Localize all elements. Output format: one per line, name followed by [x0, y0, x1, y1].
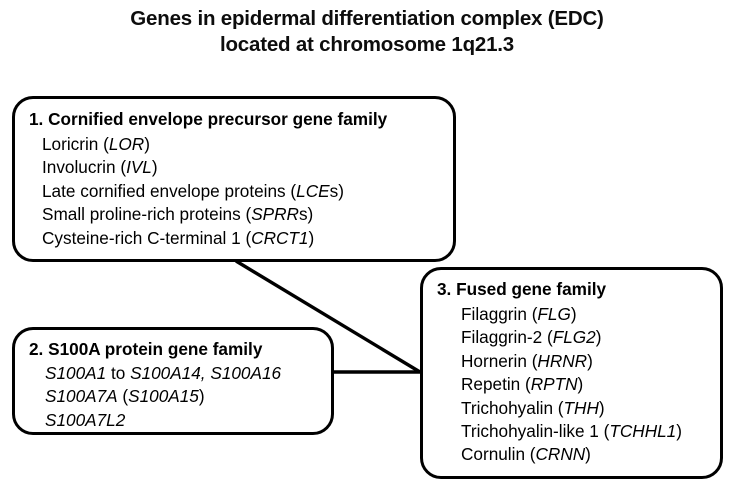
gene-item-name: Trichohyalin (	[461, 397, 564, 418]
gene-item-tail: )	[570, 304, 577, 324]
gene-item-name: Cornulin (	[461, 444, 536, 465]
gene-item-tail: )	[595, 327, 602, 348]
gene-item-symbol: FLG	[537, 304, 571, 324]
gene-item-connector-text: to	[106, 363, 131, 383]
gene-item-symbol: CRCT1	[251, 227, 309, 248]
box-s100a-protein-gene-family: 2. S100A protein gene family S100A1 to S…	[12, 327, 334, 435]
box-cornified-envelope-precursor-gene-family: 1. Cornified envelope precursor gene fam…	[12, 96, 456, 262]
gene-item-tail: )	[151, 157, 158, 178]
gene-item-name: Filaggrin-2 (	[461, 327, 553, 348]
gene-item-tail: )	[587, 350, 593, 371]
figure-title-line-1: Genes in epidermal differentiation compl…	[130, 7, 604, 30]
gene-item-symbol: LOR	[108, 134, 145, 154]
box-fused-gene-family: 3. Fused gene family Filaggrin (FLG)Fila…	[420, 267, 723, 479]
gene-item-symbol: RPTN	[530, 374, 578, 395]
gene-list-item: Repetin (RPTN)	[461, 373, 682, 396]
gene-list-item: Filaggrin (FLG)	[461, 303, 682, 326]
gene-item-name: Trichohyalin-like 1 (	[461, 421, 610, 442]
gene-item-connector-text: (	[117, 386, 129, 407]
gene-list-item: Hornerin (HRNR)	[461, 350, 682, 373]
gene-item-symbol: HRNR	[537, 350, 588, 371]
gene-item-name: Small proline-rich proteins (	[42, 204, 252, 225]
gene-item-tail: )	[308, 227, 315, 248]
gene-item-tail: s)	[298, 204, 314, 225]
box2-heading: 2. S100A protein gene family	[29, 339, 263, 359]
box1-gene-list: Loricrin (LOR)Involucrin (IVL)Late corni…	[42, 133, 344, 250]
box3-gene-list: Filaggrin (FLG)Filaggrin-2 (FLG2)Horneri…	[461, 303, 682, 467]
gene-item-symbol: CRNN	[535, 444, 586, 465]
gene-item-name: Late cornified envelope proteins (	[42, 180, 297, 201]
gene-item-tail: )	[198, 386, 205, 407]
gene-item-tail: s)	[329, 180, 344, 201]
gene-list-item: S100A1 to S100A14, S100A16	[45, 362, 281, 385]
gene-item-symbol: SPRR	[251, 204, 299, 225]
gene-item-tail: )	[676, 421, 682, 442]
gene-item-symbol: S100A7A	[45, 386, 118, 407]
box1-heading: 1. Cornified envelope precursor gene fam…	[29, 109, 388, 129]
gene-item-symbol: FLG2	[552, 327, 596, 348]
gene-item-symbol-secondary: S100A15	[128, 386, 199, 407]
gene-item-name: Filaggrin (	[461, 304, 538, 324]
gene-list-item: S100A7A (S100A15)	[45, 385, 281, 408]
gene-list-item: Cornulin (CRNN)	[461, 443, 682, 466]
gene-item-name: Hornerin (	[461, 350, 538, 371]
gene-item-symbol: THH	[563, 397, 599, 418]
gene-list-item: Late cornified envelope proteins (LCEs)	[42, 180, 344, 203]
gene-item-tail: )	[598, 397, 605, 418]
gene-list-item: S100A7L2	[45, 409, 281, 432]
gene-item-name: Cysteine-rich C-terminal 1 (	[42, 227, 252, 248]
gene-list-item: Trichohyalin-like 1 (TCHHL1)	[461, 420, 682, 443]
figure-title: Genes in epidermal differentiation compl…	[0, 6, 734, 58]
gene-item-symbol: LCE	[296, 180, 330, 201]
box3-heading: 3. Fused gene family	[437, 279, 607, 299]
gene-list-item: Involucrin (IVL)	[42, 156, 344, 179]
gene-item-symbol: S100A1	[45, 363, 107, 383]
gene-item-name: Involucrin (	[42, 157, 127, 178]
gene-item-symbol: S100A7L2	[45, 409, 126, 430]
figure-title-line-2: located at chromosome 1q21.3	[219, 33, 515, 56]
gene-list-item: Filaggrin-2 (FLG2)	[461, 326, 682, 349]
gene-item-name: Loricrin (	[42, 134, 109, 154]
gene-item-symbol: TCHHL1	[609, 421, 677, 442]
gene-item-name: Repetin (	[461, 374, 531, 395]
gene-item-tail: )	[144, 134, 150, 154]
gene-item-symbol-secondary: S100A14, S100A16	[130, 363, 282, 383]
gene-list-item: Cysteine-rich C-terminal 1 (CRCT1)	[42, 227, 344, 250]
gene-item-symbol: IVL	[126, 157, 152, 178]
gene-list-item: Small proline-rich proteins (SPRRs)	[42, 203, 344, 226]
gene-item-tail: )	[585, 444, 591, 465]
gene-list-item: Loricrin (LOR)	[42, 133, 344, 156]
gene-item-tail: )	[577, 374, 584, 395]
gene-list-item: Trichohyalin (THH)	[461, 397, 682, 420]
